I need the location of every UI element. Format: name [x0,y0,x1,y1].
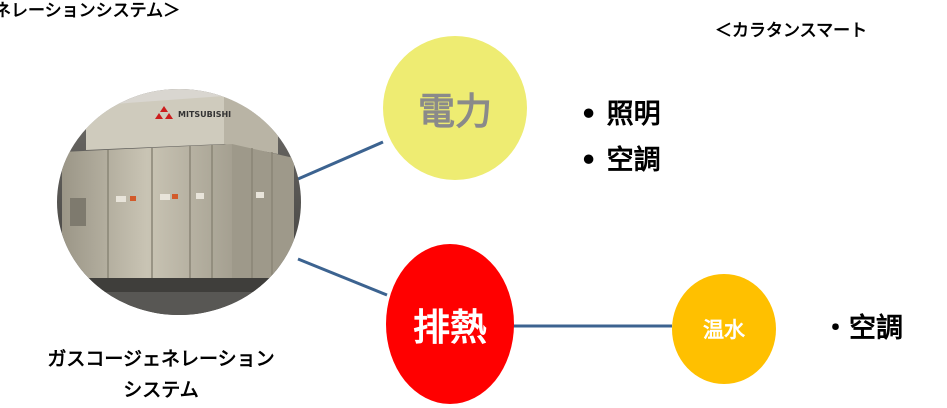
hot-water-node: 温水 [672,274,776,384]
waste-heat-node: 排熱 [386,244,514,404]
hot-water-label: 温水 [703,318,745,342]
connector-equipment-waste-heat [297,257,388,297]
equipment-caption-line2: システム [123,379,199,401]
electric-use-lighting: • 照明 [580,99,661,130]
equipment-caption-line1: ガスコージェネレーション [47,348,275,370]
electricity-node: 電力 [383,36,527,180]
cogeneration-equipment-image: MITSUBISHI [56,88,302,316]
right-section-title: ＜カラタンスマート [715,21,868,41]
electric-use-air-conditioning: • 空調 [580,145,661,176]
brand-logo-text: MITSUBISHI [178,110,231,119]
hot-water-use-air-conditioning: ・空調 [822,313,903,344]
left-section-title: ネレーションシステム＞ [0,1,181,21]
connector-equipment-electricity [297,140,384,181]
waste-heat-label: 排熱 [413,306,487,349]
electricity-label: 電力 [418,90,492,133]
